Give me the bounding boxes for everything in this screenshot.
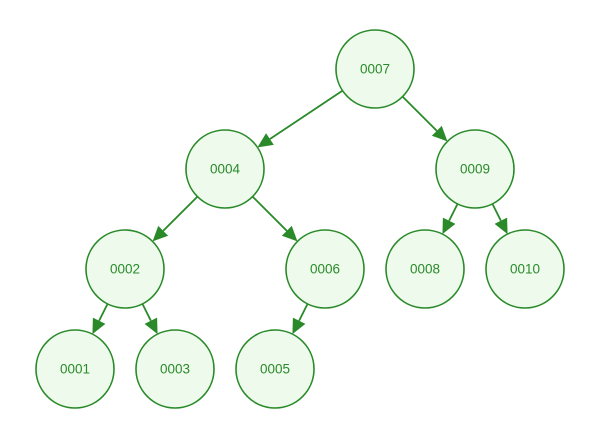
- edge-line: [98, 303, 109, 322]
- edge-line: [251, 195, 288, 232]
- node-0004: 0004: [185, 129, 265, 209]
- node-label: 0010: [510, 262, 540, 277]
- arrowhead-icon: [92, 317, 106, 335]
- node-circle: [85, 229, 165, 309]
- edge-line: [401, 95, 438, 132]
- arrowhead-icon: [152, 225, 169, 242]
- arrowhead-icon: [431, 125, 448, 142]
- edge-line: [491, 203, 502, 222]
- node-circle: [135, 329, 215, 409]
- node-label: 0006: [310, 262, 340, 277]
- edges-layer: [92, 89, 508, 335]
- arrowhead-icon: [442, 217, 456, 235]
- node-circle: [485, 229, 565, 309]
- node-0010: 0010: [485, 229, 565, 309]
- node-0006: 0006: [285, 229, 365, 309]
- edge-0009-to-0008: [442, 203, 459, 235]
- node-0005: 0005: [235, 329, 315, 409]
- edge-0006-to-0005: [292, 303, 309, 335]
- node-label: 0002: [110, 262, 140, 277]
- node-circle: [385, 229, 465, 309]
- node-0002: 0002: [85, 229, 165, 309]
- node-label: 0007: [360, 62, 390, 77]
- arrowhead-icon: [144, 317, 158, 335]
- node-circle: [35, 329, 115, 409]
- node-label: 0005: [260, 362, 290, 377]
- edge-0009-to-0010: [491, 203, 508, 235]
- arrowhead-icon: [281, 225, 298, 242]
- node-0009: 0009: [435, 129, 515, 209]
- edge-line: [298, 303, 309, 322]
- node-0003: 0003: [135, 329, 215, 409]
- node-label: 0008: [410, 262, 440, 277]
- edge-line: [162, 195, 199, 232]
- node-circle: [435, 129, 515, 209]
- edge-line: [141, 303, 152, 322]
- node-label: 0009: [460, 162, 490, 177]
- edge-0004-to-0006: [251, 195, 298, 242]
- arrowhead-icon: [292, 317, 306, 335]
- node-label: 0001: [60, 362, 90, 377]
- arrowhead-icon: [257, 133, 274, 148]
- edge-line: [448, 203, 459, 222]
- node-0008: 0008: [385, 229, 465, 309]
- edge-0002-to-0001: [92, 303, 109, 335]
- node-circle: [235, 329, 315, 409]
- edge-0007-to-0004: [257, 89, 344, 148]
- edge-0007-to-0009: [401, 95, 448, 142]
- edge-0002-to-0003: [141, 303, 158, 335]
- node-0001: 0001: [35, 329, 115, 409]
- node-circle: [335, 29, 415, 109]
- edge-line: [269, 89, 344, 140]
- node-0007: 0007: [335, 29, 415, 109]
- node-label: 0004: [210, 162, 241, 177]
- node-label: 0003: [160, 362, 190, 377]
- edge-0004-to-0002: [152, 195, 199, 242]
- arrowhead-icon: [494, 217, 508, 235]
- node-circle: [285, 229, 365, 309]
- node-circle: [185, 129, 265, 209]
